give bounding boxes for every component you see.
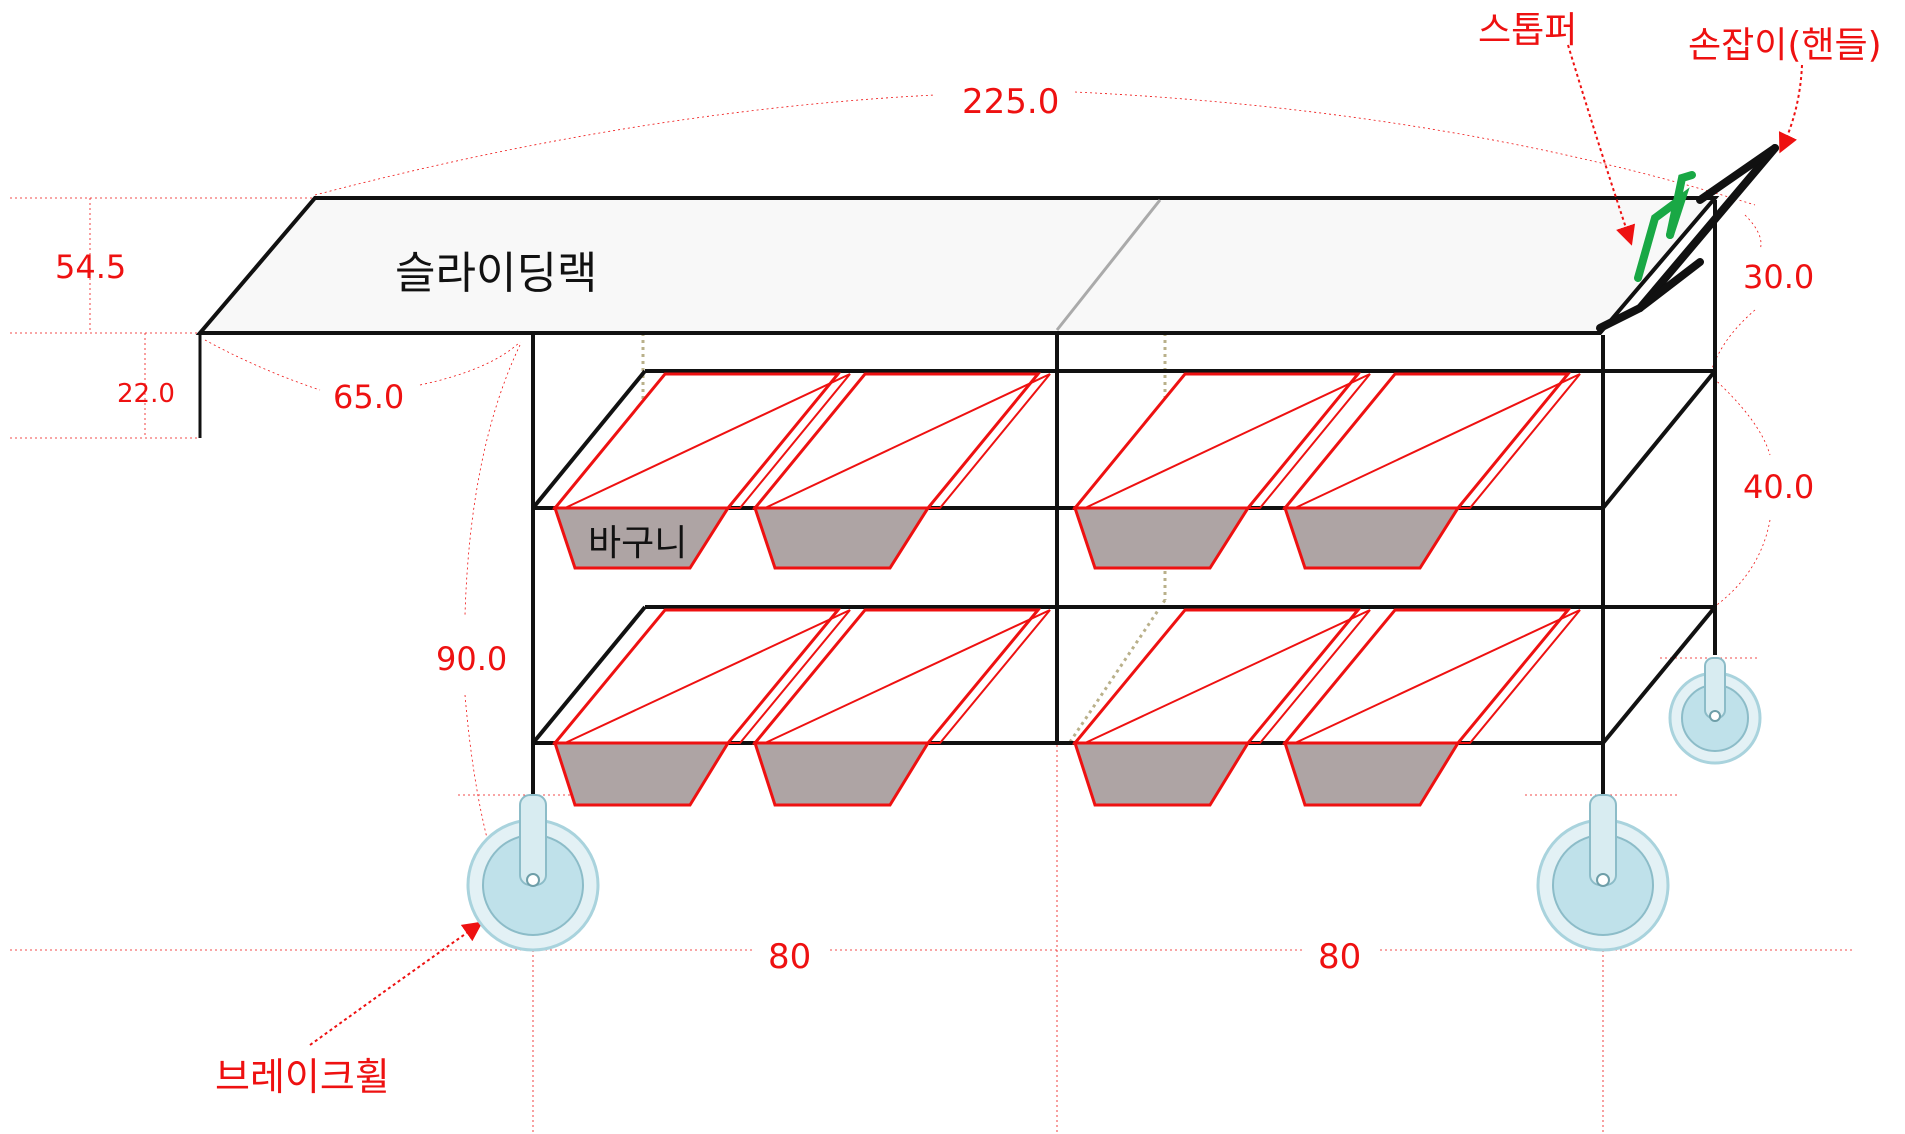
basket-lower-2: [751, 608, 1051, 807]
caster-wheel-icon: [466, 794, 600, 952]
dim-rack-overhang: 65.0: [333, 378, 404, 416]
dim-shelf-spacing: 40.0: [1743, 468, 1814, 506]
stopper-icon: [1634, 171, 1696, 282]
dim-frame-height: 90.0: [436, 640, 507, 678]
sliding-rack: [195, 196, 1720, 438]
basket-upper-2: [751, 372, 1051, 570]
dim-bay-left: 80: [768, 937, 811, 977]
callout-arrows: [309, 44, 1803, 1046]
basket-lower-3: [1071, 608, 1371, 807]
basket-lower-4: [1281, 608, 1581, 807]
caster-wheel-icon: [1536, 794, 1670, 952]
dim-rack-drop: 22.0: [117, 379, 175, 409]
caster-wheel-icon: [1668, 657, 1762, 765]
label-brake-wheel: 브레이크휠: [215, 1055, 390, 1099]
dim-bay-right: 80: [1318, 937, 1361, 977]
dim-rack-height: 54.5: [55, 248, 126, 286]
basket-upper-4: [1281, 372, 1581, 570]
baskets: [551, 372, 1581, 807]
dim-overall-length: 225.0: [962, 82, 1059, 122]
label-sliding-rack: 슬라이딩랙: [395, 248, 597, 299]
basket-upper-3: [1071, 372, 1371, 570]
handle-icon: [1596, 144, 1779, 332]
dim-handle-height: 30.0: [1743, 258, 1814, 296]
basket-upper-1: [551, 372, 851, 570]
label-handle: 손잡이(핸들): [1688, 25, 1882, 66]
guide-lines: [641, 200, 1167, 746]
label-basket: 바구니: [588, 523, 687, 564]
label-stopper: 스톱퍼: [1478, 10, 1577, 51]
basket-lower-1: [551, 608, 851, 807]
